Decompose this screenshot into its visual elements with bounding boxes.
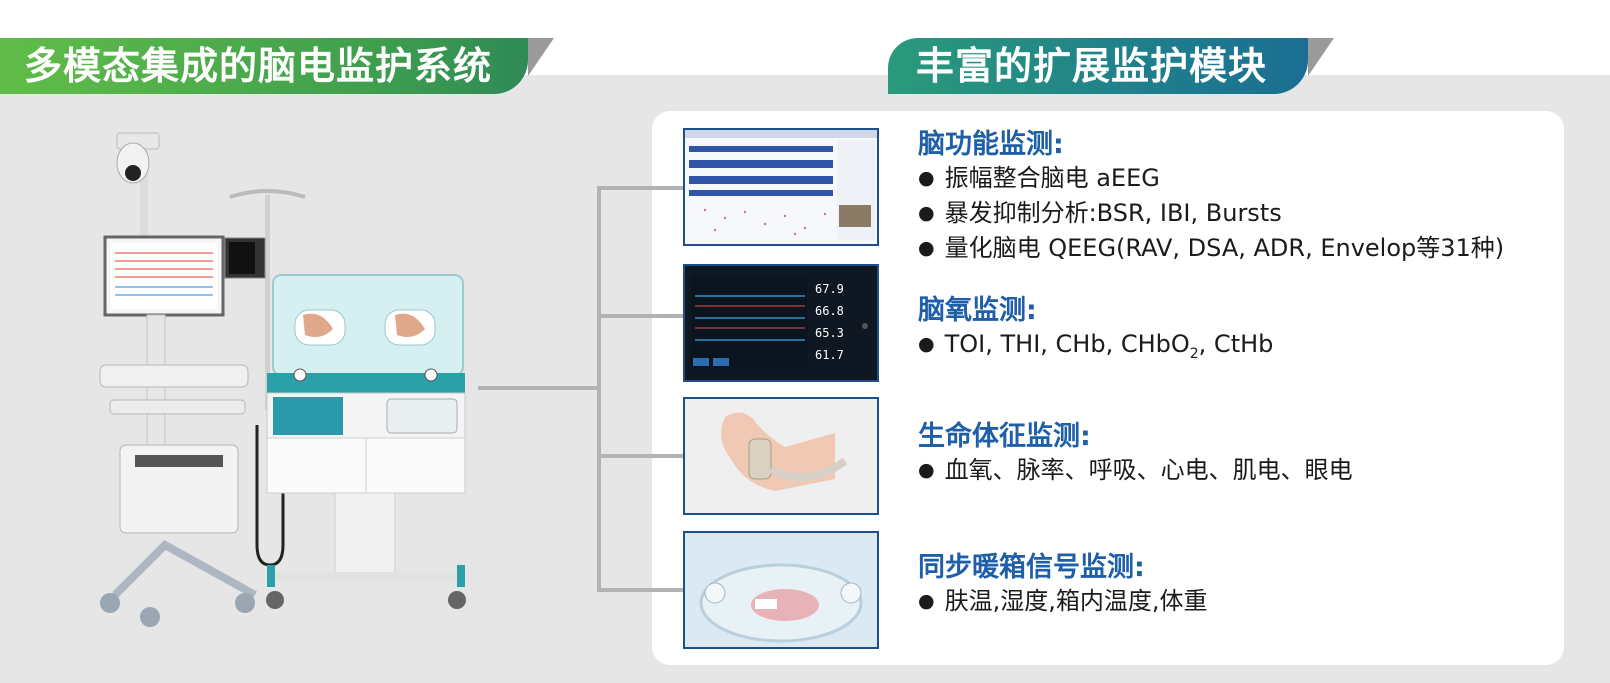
infant-foot-icon: [721, 412, 848, 491]
connector-spine: [597, 186, 601, 592]
connector-branch: [597, 454, 683, 458]
connector-branch: [597, 186, 683, 190]
tag-fold-shadow: [1308, 38, 1334, 76]
oximeter-readout: 61.7: [815, 348, 844, 362]
module-feature-list: 血氧、脉率、呼吸、心电、肌电、眼电: [918, 454, 1353, 489]
incubator-thumbnail: [683, 531, 879, 649]
module-feature-list: 肤温,湿度,箱内温度,体重: [918, 585, 1208, 620]
module-title: 脑功能监测:: [918, 129, 1064, 160]
modules-title: 丰富的扩展监护模块: [916, 44, 1268, 88]
incubator-signal-module: 同步暖箱信号监测: 肤温,湿度,箱内温度,体重: [918, 551, 1207, 620]
brain-function-module: 脑功能监测: 振幅整合脑电 aEEG 暴发抑制分析:BSR, IBI, Burs…: [918, 128, 1504, 267]
iv-pole: [265, 195, 270, 410]
feature-item: 肤温,湿度,箱内温度,体重: [918, 585, 1208, 620]
eeg-monitoring-system-illustration: [99, 132, 466, 627]
feature-item: 振幅整合脑电 aEEG: [918, 162, 1504, 197]
feature-item: TOI, THI, CHb, CHbO2, CtHb: [918, 328, 1274, 371]
connector-trunk: [478, 386, 600, 390]
system-title: 多模态集成的脑电监护系统: [24, 44, 493, 88]
vital-signs-module: 生命体征监测: 血氧、脉率、呼吸、心电、肌电、眼电: [918, 420, 1353, 489]
module-title: 生命体征监测:: [918, 421, 1091, 452]
module-title: 脑氧监测:: [918, 295, 1037, 326]
tag-fold-shadow: [528, 38, 554, 76]
feature-item: 暴发抑制分析:BSR, IBI, Bursts: [918, 197, 1504, 232]
connector-branch: [597, 314, 683, 318]
system-title-tag: 多模态集成的脑电监护系统: [0, 38, 528, 94]
oximeter-readout: 67.9: [815, 282, 844, 296]
cerebral-oximeter-thumbnail: 67.9 66.8 65.3 61.7: [683, 264, 879, 382]
connector-branch: [597, 588, 683, 592]
module-title: 同步暖箱信号监测:: [918, 552, 1145, 583]
feature-item: 血氧、脉率、呼吸、心电、肌电、眼电: [918, 454, 1353, 489]
eeg-waveform-icon: [685, 130, 877, 240]
spo2-sensor-thumbnail: [683, 397, 879, 515]
eeg-software-thumbnail: [683, 128, 879, 246]
incubator-photo-icon: [685, 533, 877, 647]
camera-pole: [140, 150, 148, 245]
oximeter-readout: 66.8: [815, 304, 844, 318]
feature-item: 量化脑电 QEEG(RAV, DSA, ADR, Envelop等31种): [918, 232, 1505, 267]
module-feature-list: TOI, THI, CHb, CHbO2, CtHb: [918, 328, 1274, 371]
cart-tray: [99, 364, 249, 388]
oximeter-readout: 65.3: [815, 326, 844, 340]
module-feature-list: 振幅整合脑电 aEEG 暴发抑制分析:BSR, IBI, Bursts 量化脑电…: [918, 162, 1505, 267]
cerebral-oxygen-module: 脑氧监测: TOI, THI, CHb, CHbO2, CtHb: [918, 294, 1273, 371]
modules-title-tag: 丰富的扩展监护模块: [888, 38, 1308, 94]
